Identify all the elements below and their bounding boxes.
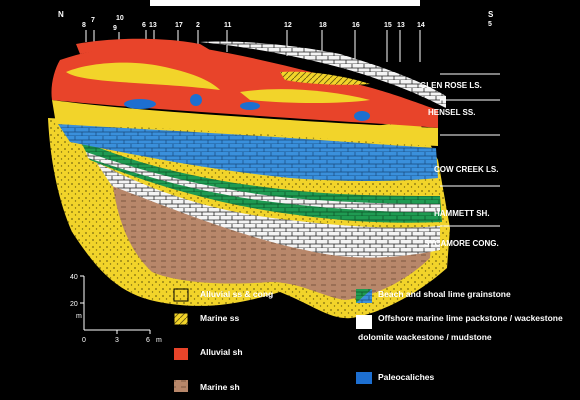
legend-swatch-offshore-lime xyxy=(356,315,372,329)
legend-label: Marine sh xyxy=(200,382,240,392)
well-number: 13 xyxy=(397,22,405,29)
well-number: 10 xyxy=(116,15,124,22)
paleocaliche xyxy=(124,99,156,109)
formation-label-hensel: HENSEL SS. xyxy=(428,108,475,117)
scale-tick-horizontal: 3 xyxy=(115,337,119,344)
well-number: 15 xyxy=(384,22,392,29)
paleocaliche xyxy=(190,94,202,106)
well-number: 16 xyxy=(352,22,360,29)
south-label: S xyxy=(488,10,494,19)
legend-label: Alluvial sh xyxy=(200,347,243,357)
title-banner xyxy=(150,0,420,6)
legend-swatch-paleocaliche xyxy=(356,372,372,384)
legend-label: Marine ss xyxy=(200,313,239,323)
formation-label-cow-creek: COW CREEK LS. xyxy=(434,165,498,174)
paleocaliche xyxy=(354,111,370,121)
well-number: 2 xyxy=(196,22,200,29)
scale-unit-vertical: m xyxy=(76,313,82,320)
stratigraphic-cross-section xyxy=(48,39,450,318)
well-number: 17 xyxy=(175,22,183,29)
north-label: N xyxy=(58,10,64,19)
well-number: 7 xyxy=(91,17,95,24)
formation-label-glen-rose: GLEN ROSE LS. xyxy=(420,81,482,90)
legend-label: dolomite wackestone / mudstone xyxy=(358,332,492,342)
formation-label-hammett: HAMMETT SH. xyxy=(434,209,490,218)
well-number: 9 xyxy=(113,25,117,32)
scale-tick-vertical: 20 xyxy=(70,301,78,308)
legend-label: Offshore marine lime packstone / wackest… xyxy=(378,313,563,323)
well-number: 5 xyxy=(488,21,492,28)
well-number: 14 xyxy=(417,22,425,29)
legend-label: Paleocaliches xyxy=(378,372,435,382)
legend-swatch-grainstone xyxy=(356,289,372,303)
legend-swatch-marine-sh xyxy=(174,380,188,392)
paleocaliche xyxy=(240,102,260,110)
well-number: 13 xyxy=(149,22,157,29)
well-number: 11 xyxy=(224,22,232,29)
scale-tick-vertical: 40 xyxy=(70,274,78,281)
well-number: 12 xyxy=(284,22,292,29)
legend-swatch-alluvial-ss xyxy=(174,289,188,301)
well-number: 18 xyxy=(319,22,327,29)
legend-label: Alluvial ss & cong xyxy=(200,289,273,299)
well-number: 6 xyxy=(142,22,146,29)
legend-label: Beach and shoal lime grainstone xyxy=(378,289,511,299)
scale-tick-horizontal: 6 xyxy=(146,337,150,344)
scale-unit-horizontal: m xyxy=(156,337,162,344)
well-number: 8 xyxy=(82,22,86,29)
legend-swatch-marine-ss xyxy=(174,313,188,325)
formation-label-sycamore: SYCAMORE CONG. xyxy=(424,239,499,248)
scale-tick-horizontal: 0 xyxy=(82,337,86,344)
legend-swatch-alluvial-sh xyxy=(174,348,188,360)
